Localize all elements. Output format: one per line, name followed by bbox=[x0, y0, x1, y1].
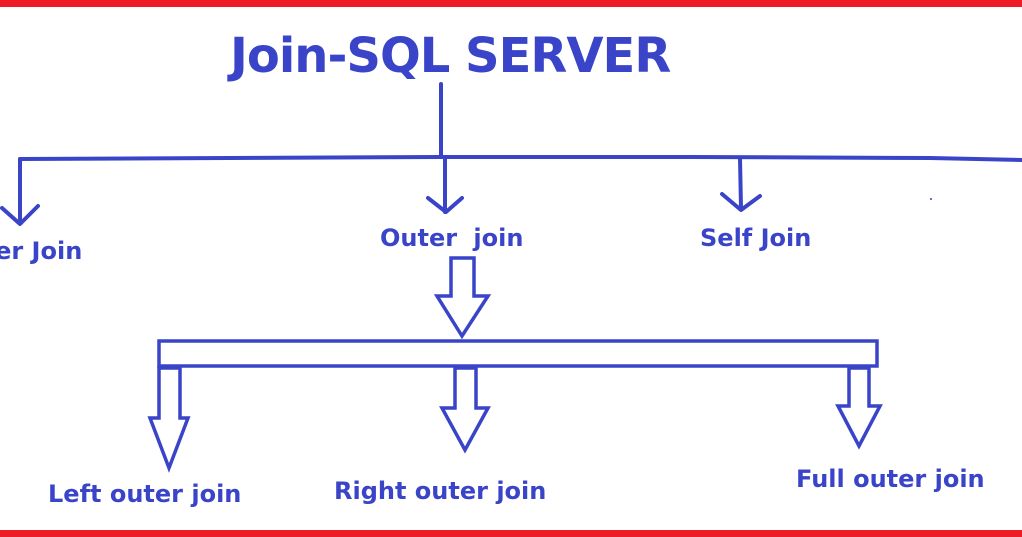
inner-join-arrowhead bbox=[0, 204, 40, 226]
outer-join-split-bar bbox=[157, 339, 879, 368]
left-outer-join-label: Left outer join bbox=[48, 480, 242, 508]
outer-join-arrowhead bbox=[426, 196, 464, 214]
self-join-label: Self Join bbox=[700, 224, 812, 252]
stray-dot bbox=[930, 198, 932, 200]
right-outer-join-label: Right outer join bbox=[334, 477, 547, 505]
outer-join-label: Outer join bbox=[380, 224, 524, 252]
inner-join-label: ner Join bbox=[0, 237, 83, 265]
outer-join-hollow-arrow bbox=[433, 256, 492, 340]
top-red-border bbox=[0, 0, 1022, 7]
self-join-arrowhead bbox=[720, 192, 762, 212]
diagram-title: Join-SQL SERVER bbox=[230, 28, 671, 84]
main-branch-line bbox=[18, 155, 1022, 162]
full-outer-join-hollow-arrow bbox=[835, 366, 883, 450]
bottom-red-border bbox=[0, 530, 1022, 537]
right-outer-join-hollow-arrow bbox=[439, 366, 491, 454]
self-join-connector bbox=[738, 156, 743, 210]
left-outer-join-hollow-arrow bbox=[147, 366, 191, 473]
full-outer-join-label: Full outer join bbox=[796, 465, 985, 493]
